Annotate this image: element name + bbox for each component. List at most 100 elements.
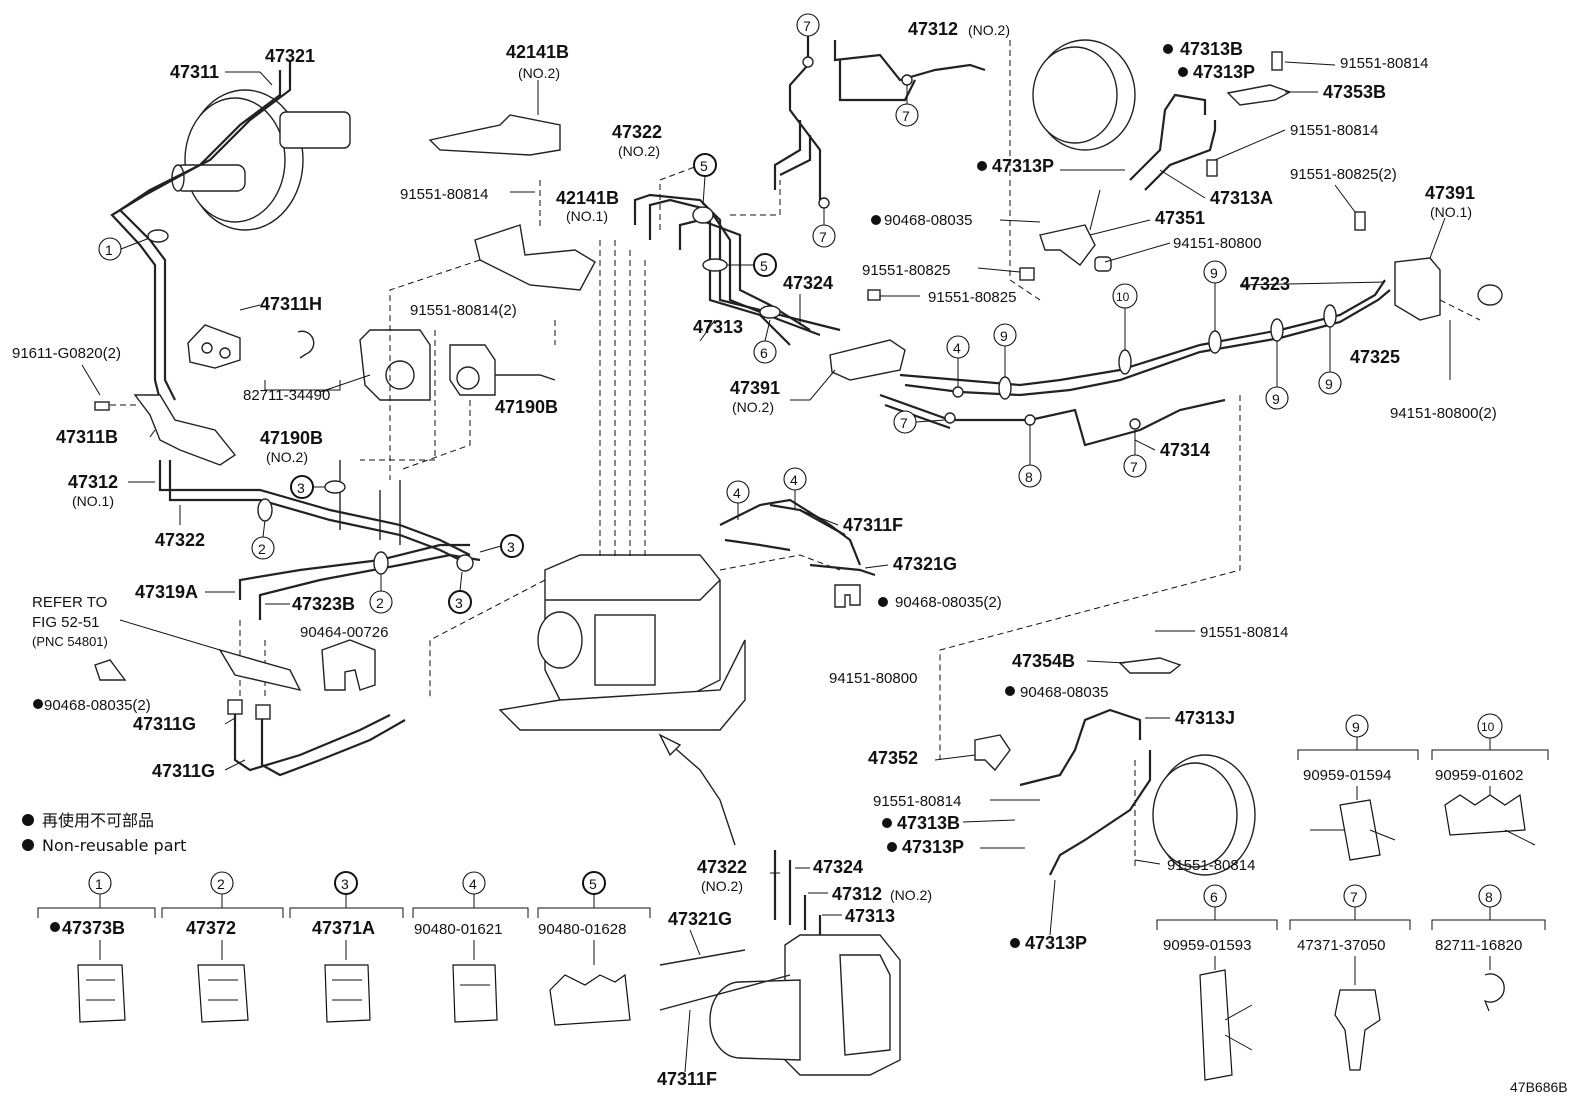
label-abs-47311f: 47311F xyxy=(657,1069,717,1089)
svg-text:4: 4 xyxy=(790,472,798,488)
label-47312-no1: 47312 xyxy=(68,472,118,492)
label-94151-80800-top: 94151-80800 xyxy=(1173,235,1261,252)
lines-rear-right xyxy=(879,279,1391,447)
svg-text:3: 3 xyxy=(297,480,305,496)
label-42141b-no1: 42141B xyxy=(556,188,619,208)
bracket-47351 xyxy=(1039,224,1096,266)
label-47322-top-no2: (NO.2) xyxy=(618,143,660,159)
abs-zoom-arrow xyxy=(658,733,736,846)
callout-panel-4: 4 90480-01621 xyxy=(412,871,529,1023)
label-47391-no1-suffix: (NO.1) xyxy=(1430,204,1472,220)
label-47313a: 47313A xyxy=(1210,188,1273,208)
bracket-47391-no1 xyxy=(1394,257,1503,321)
clamp-90464-00726 xyxy=(321,639,376,691)
svg-text:9: 9 xyxy=(1210,265,1218,281)
label-47354b: 47354B xyxy=(1012,651,1075,671)
callout-panel-3: 3 47371A xyxy=(289,871,404,1023)
label-47321g: 47321G xyxy=(893,554,957,574)
label-82711-34490: 82711-34490 xyxy=(243,387,330,404)
label-47313b-top: 47313B xyxy=(1180,39,1243,59)
dashed-guides-center xyxy=(429,40,1481,870)
callout-num-4: 4 xyxy=(469,876,477,892)
hose-47313j xyxy=(1019,708,1152,876)
label-47322-left: 47322 xyxy=(155,530,205,550)
callout-panel-7: 7 47371-37050 xyxy=(1289,884,1411,1071)
callout-num-2: 2 xyxy=(217,876,225,892)
marker-2b: 2 xyxy=(369,551,393,614)
part-labels: 47311 47321 42141B (NO.2) 91551-80814 42… xyxy=(12,19,1568,1095)
marker-3a: 3 xyxy=(290,475,346,499)
label-47311g-a: 47311G xyxy=(133,714,196,734)
label-47190b-right: 47190B xyxy=(495,397,558,417)
label-90468-top: 90468-08035 xyxy=(884,212,972,229)
bracket-42141b-no1 xyxy=(474,224,596,291)
label-47313p-top: 47313P xyxy=(1193,62,1255,82)
label-91551-80825-b: 91551-80825 xyxy=(928,289,1016,306)
master-cylinder-lines xyxy=(110,60,292,401)
label-42141b-no2-suffix: (NO.2) xyxy=(518,65,560,81)
label-47312-no1-suffix: (NO.1) xyxy=(72,493,114,509)
label-47311g-b: 47311G xyxy=(152,761,215,781)
callout-part-3: 47371A xyxy=(312,918,375,938)
label-91611-g0820: 91611-G0820(2) xyxy=(12,345,121,362)
svg-text:6: 6 xyxy=(760,345,768,361)
callout-num-3: 3 xyxy=(341,876,349,892)
label-47323b: 47323B xyxy=(292,594,355,614)
callout-num-10: 10 xyxy=(1481,720,1495,734)
label-94151-80800-r: 94151-80800 xyxy=(829,670,917,687)
abs-actuator xyxy=(498,554,746,731)
label-91551-80825-a: 91551-80825 xyxy=(862,262,950,279)
clip-47311h xyxy=(187,324,241,369)
label-abs-47321g: 47321G xyxy=(668,909,732,929)
label-abs-47324: 47324 xyxy=(813,857,863,877)
label-47313j: 47313J xyxy=(1175,708,1235,728)
leader-lines xyxy=(81,61,1451,1073)
label-refer-to: REFER TO xyxy=(32,594,107,611)
callout-num-8: 8 xyxy=(1485,889,1493,905)
label-47313p-mid: 47313P xyxy=(992,156,1054,176)
label-abs-47322: 47322 xyxy=(697,857,747,877)
svg-text:7: 7 xyxy=(902,108,910,124)
callout-part-7: 47371-37050 xyxy=(1297,937,1385,954)
label-47353b: 47353B xyxy=(1323,82,1386,102)
bracket-42141b-no2 xyxy=(428,114,561,156)
label-47322-top: 47322 xyxy=(612,122,662,142)
label-91551-80814-r3: 91551-80814 xyxy=(1167,857,1255,874)
callout-num-1: 1 xyxy=(95,876,103,892)
label-47312-no2-top: 47312 xyxy=(908,19,958,39)
callout-panel-6: 6 90959-01593 xyxy=(1156,884,1278,1081)
svg-text:7: 7 xyxy=(803,18,811,34)
brake-drum-bottom xyxy=(1152,754,1256,876)
svg-text:4: 4 xyxy=(953,340,961,356)
callout-part-10: 90959-01602 xyxy=(1435,767,1523,784)
callout-part-6: 90959-01593 xyxy=(1163,937,1251,954)
brake-drum-top xyxy=(1032,39,1136,151)
legend-en: Non-reusable part xyxy=(42,836,186,855)
label-abs-47322-no2: (NO.2) xyxy=(701,878,743,894)
line-47322-left xyxy=(158,460,481,620)
marker-7d: 7 xyxy=(893,410,956,434)
label-47325: 47325 xyxy=(1350,347,1400,367)
marker-2a: 2 xyxy=(251,498,275,560)
label-47311b: 47311B xyxy=(56,427,118,447)
legend: 再使用不可部品 Non-reusable part xyxy=(22,811,186,855)
svg-text:7: 7 xyxy=(1130,459,1138,475)
marker-5a: 5 xyxy=(692,153,717,224)
svg-text:9: 9 xyxy=(1325,376,1333,392)
svg-text:3: 3 xyxy=(455,595,463,611)
marker-9a: 9 xyxy=(993,323,1017,400)
callout-part-1: 47373B xyxy=(62,918,125,938)
label-47391-no2-suffix: (NO.2) xyxy=(732,399,774,415)
svg-text:2: 2 xyxy=(376,595,384,611)
label-47313b-r: 47313B xyxy=(897,813,960,833)
label-91551-80814-r2: 91551-80814 xyxy=(873,793,961,810)
marker-9c: 9 xyxy=(1265,318,1289,410)
diagram-callout-markers: 1 2 2 3 3 3 4 4 4 5 5 6 7 7 7 7 7 8 9 9 … xyxy=(98,13,1342,614)
marker-8: 8 xyxy=(1018,414,1042,488)
bracket-47391-no2 xyxy=(829,339,906,381)
svg-text:5: 5 xyxy=(700,158,708,174)
clip-82711-34490 xyxy=(297,330,315,359)
label-90468-mid: 90468-08035(2) xyxy=(895,594,1002,611)
callout-part-4: 90480-01621 xyxy=(414,921,502,938)
